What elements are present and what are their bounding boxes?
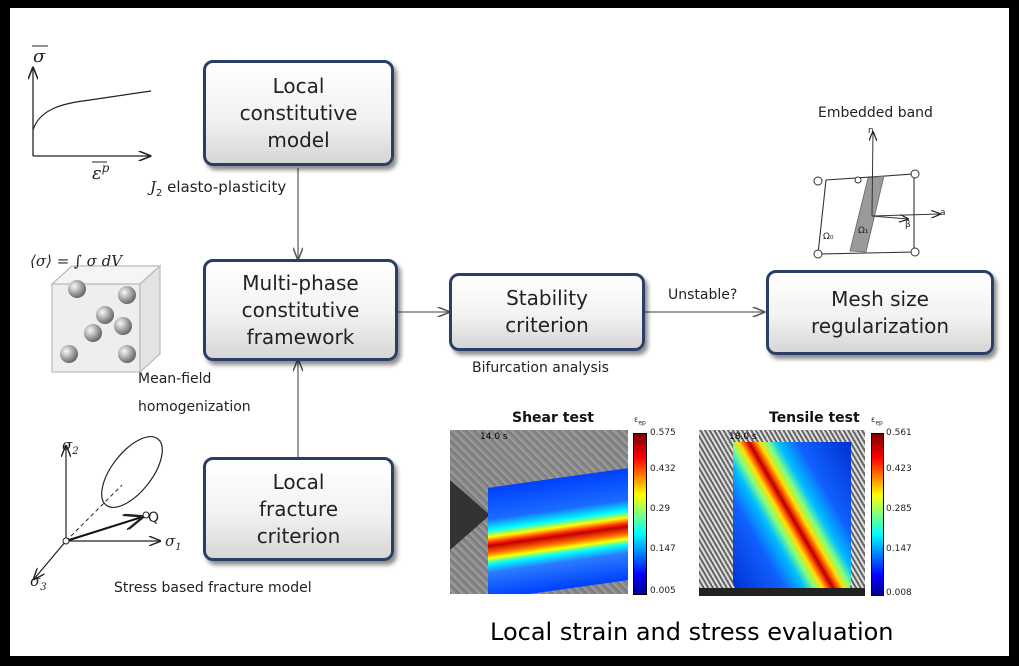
sigma2-label: σ2 bbox=[62, 436, 79, 457]
stress-strain-sketch bbox=[32, 46, 151, 162]
omega1-label: Ω₁ bbox=[858, 226, 869, 236]
band-beta-label: β bbox=[905, 220, 911, 230]
stress-space-sketch bbox=[34, 427, 174, 579]
local-constitutive-model-box: Local constitutive model bbox=[203, 60, 394, 166]
band-a-label: a bbox=[940, 208, 946, 218]
tensile-test-title: Tensile test bbox=[769, 410, 860, 426]
homogenization-label: homogenization bbox=[138, 399, 251, 415]
tensile-colorbar bbox=[871, 433, 884, 596]
tensile-grip bbox=[699, 588, 865, 596]
slide: Local constitutive model Multi-phase con… bbox=[10, 8, 1009, 656]
eps-bar-label: εp bbox=[92, 161, 109, 184]
sigma3-label: σ3 bbox=[30, 572, 47, 593]
shear-tick-3: 0.147 bbox=[650, 544, 676, 554]
mesh-size-regularization-box: Mesh size regularization bbox=[766, 270, 994, 355]
shear-strain-field bbox=[488, 468, 628, 594]
unstable-label: Unstable? bbox=[668, 287, 737, 303]
omega0-label: Ω₀ bbox=[823, 232, 834, 242]
shear-tick-4: 0.005 bbox=[650, 586, 676, 596]
embedded-band-label: Embedded band bbox=[818, 105, 933, 121]
shear-time-label: 14.0 s bbox=[450, 430, 508, 442]
tensile-tick-0: 0.561 bbox=[886, 428, 912, 438]
shear-tick-2: 0.29 bbox=[650, 504, 670, 514]
rve-cube-sketch bbox=[52, 266, 160, 372]
shear-test-image: 14.0 s bbox=[450, 430, 628, 594]
bottom-title: Local strain and stress evaluation bbox=[490, 618, 894, 646]
tensile-tick-2: 0.285 bbox=[886, 504, 912, 514]
tensile-tick-3: 0.147 bbox=[886, 544, 912, 554]
shear-colorbar bbox=[633, 433, 647, 595]
band-n-label: n bbox=[868, 126, 874, 136]
stability-criterion-box: Stability criterion bbox=[449, 273, 645, 351]
sigma-bar-label: σ bbox=[33, 46, 45, 67]
tensile-time-label: 18.0 s bbox=[699, 430, 757, 442]
tensile-colorbar-symbol: εep bbox=[871, 415, 883, 427]
tensile-tick-4: 0.008 bbox=[886, 588, 912, 598]
bifurcation-analysis-label: Bifurcation analysis bbox=[472, 360, 609, 376]
average-stress-formula: ⟨σ⟩ = ∫ σ dV bbox=[30, 252, 122, 270]
stress-based-fracture-label: Stress based fracture model bbox=[114, 580, 312, 596]
q-point-label: Q bbox=[148, 510, 159, 526]
shear-tick-1: 0.432 bbox=[650, 464, 676, 474]
sigma1-label: σ1 bbox=[165, 532, 182, 553]
tensile-tick-1: 0.423 bbox=[886, 464, 912, 474]
multiphase-framework-box: Multi-phase constitutive framework bbox=[203, 259, 398, 361]
shear-notch-left bbox=[450, 480, 490, 550]
j2-plasticity-label: J2 elasto-plasticity bbox=[150, 178, 286, 199]
tensile-test-image: 18.0 s bbox=[699, 430, 865, 596]
shear-tick-0: 0.575 bbox=[650, 428, 676, 438]
tensile-strain-field bbox=[733, 442, 851, 592]
shear-colorbar-symbol: εep bbox=[634, 415, 646, 427]
local-fracture-criterion-box: Local fracture criterion bbox=[203, 457, 394, 561]
shear-test-title: Shear test bbox=[512, 410, 594, 426]
mean-field-label: Mean-field bbox=[138, 371, 211, 387]
